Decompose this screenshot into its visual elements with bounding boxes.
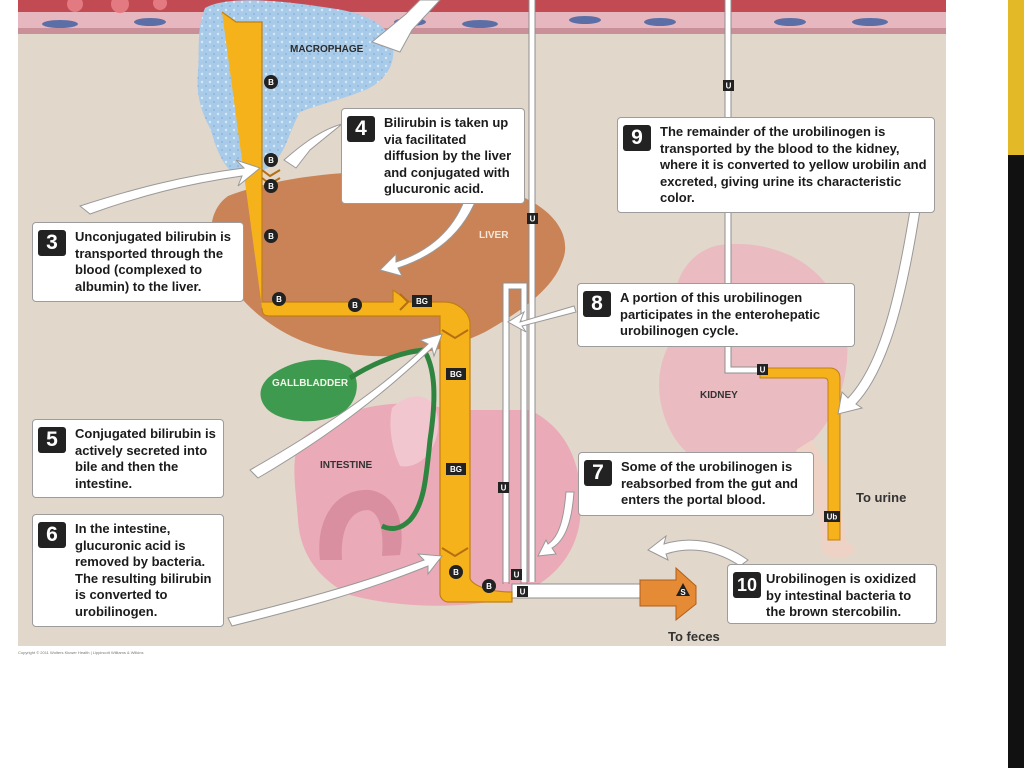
step-3-number: 3	[38, 230, 66, 256]
intestine-label: INTESTINE	[320, 460, 373, 471]
blood-vessel	[18, 0, 946, 34]
bilirubin-chip: B	[348, 298, 362, 312]
slide-side-accent	[1008, 0, 1024, 155]
molecule-chips: B B B B B B BG BG BG B B U U U U U U Ub …	[264, 75, 840, 597]
urobilinogen-chip: U	[723, 80, 734, 91]
svg-text:B: B	[268, 182, 274, 191]
urobilinogen-chip: U	[511, 569, 522, 580]
svg-text:S: S	[680, 588, 686, 597]
bilirubin-chip: B	[264, 75, 278, 89]
copyright-notice: Copyright © 2011 Wolters Kluwer Health |…	[18, 650, 144, 655]
svg-text:BG: BG	[416, 297, 428, 306]
macrophage-label: MACROPHAGE	[290, 44, 364, 55]
svg-text:BG: BG	[450, 370, 462, 379]
stercobilin-arrow	[639, 566, 697, 622]
bile-duct	[348, 347, 437, 531]
bilirubin-chip: B	[264, 153, 278, 167]
svg-text:B: B	[276, 295, 282, 304]
urobilinogen-chip: U	[517, 586, 528, 597]
step-3-callout: 3 Unconjugated bilirubin is transported …	[32, 222, 244, 302]
urobilinogen-chip: U	[498, 482, 509, 493]
kidney-label: KIDNEY	[700, 390, 738, 401]
svg-text:Ub: Ub	[827, 513, 838, 522]
step-5-number: 5	[38, 427, 66, 453]
step-8-number: 8	[583, 291, 611, 317]
to-urine-label: To urine	[856, 490, 907, 505]
urobilin-pathway	[759, 367, 841, 541]
bilirubin-glucuronide-chip: BG	[446, 368, 466, 380]
intestine-fold	[390, 396, 439, 467]
step-5-callout: 5 Conjugated bilirubin is actively secre…	[32, 419, 224, 498]
svg-text:U: U	[760, 366, 766, 375]
step-10-callout: 10 Urobilinogen is oxidized by intestina…	[727, 564, 937, 624]
stercobilin-chip: S	[676, 583, 690, 597]
svg-text:B: B	[268, 232, 274, 241]
step-9-callout: 9 The remainder of the urobilinogen is t…	[617, 117, 935, 213]
urobilin-chip: Ub	[824, 511, 840, 522]
step-4-text: Bilirubin is taken up via facilitated di…	[384, 115, 512, 196]
step-4-callout: 4 Bilirubin is taken up via facilitated …	[341, 108, 525, 204]
step-10-number: 10	[733, 572, 761, 598]
urobilinogen-chip: U	[757, 364, 768, 375]
step-6-text: In the intestine, glucuronic acid is rem…	[75, 521, 212, 619]
step-6-number: 6	[38, 522, 66, 548]
svg-text:B: B	[268, 78, 274, 87]
intestine-loop	[319, 489, 402, 560]
svg-text:U: U	[514, 571, 520, 580]
svg-text:BG: BG	[450, 465, 462, 474]
bilirubin-chip: B	[272, 292, 286, 306]
bilirubin-chip: B	[264, 179, 278, 193]
liver-label: LIVER	[479, 230, 509, 241]
urobilinogen-chip: U	[527, 213, 538, 224]
step-6-callout: 6 In the intestine, glucuronic acid is r…	[32, 514, 224, 627]
step-8-text: A portion of this urobilinogen participa…	[620, 290, 821, 338]
urobilinogen-portal-loop-outline	[502, 0, 760, 584]
step-9-number: 9	[623, 125, 651, 151]
gallbladder	[260, 359, 357, 422]
step-9-text: The remainder of the urobilinogen is tra…	[660, 124, 927, 205]
bilirubin-chip: B	[482, 579, 496, 593]
step-7-callout: 7 Some of the urobilinogen is reabsorbed…	[578, 452, 814, 516]
svg-text:B: B	[352, 301, 358, 310]
svg-text:U: U	[501, 484, 507, 493]
gallbladder-label: GALLBLADDER	[272, 378, 349, 389]
svg-text:U: U	[520, 588, 526, 597]
step-3-text: Unconjugated bilirubin is transported th…	[75, 229, 231, 294]
bilirubin-chip: B	[449, 565, 463, 579]
step-4-number: 4	[347, 116, 375, 142]
callout-arrows	[78, 0, 921, 627]
svg-text:B: B	[453, 568, 459, 577]
svg-text:B: B	[268, 156, 274, 165]
step-7-number: 7	[584, 460, 612, 486]
step-10-text: Urobilinogen is oxidized by intestinal b…	[766, 571, 917, 619]
bilirubin-chip: B	[264, 229, 278, 243]
step-7-text: Some of the urobilinogen is reabsorbed f…	[621, 459, 798, 507]
bilirubin-pathway	[221, 11, 513, 603]
bilirubin-glucuronide-chip: BG	[412, 295, 432, 307]
to-feces-label: To feces	[668, 629, 720, 644]
step-8-callout: 8 A portion of this urobilinogen partici…	[577, 283, 855, 347]
svg-text:U: U	[530, 215, 536, 224]
slide-side-bar	[1008, 0, 1024, 768]
bilirubin-glucuronide-chip: BG	[446, 463, 466, 475]
step-5-text: Conjugated bilirubin is actively secrete…	[75, 426, 216, 491]
svg-text:B: B	[486, 582, 492, 591]
svg-text:U: U	[726, 82, 732, 91]
